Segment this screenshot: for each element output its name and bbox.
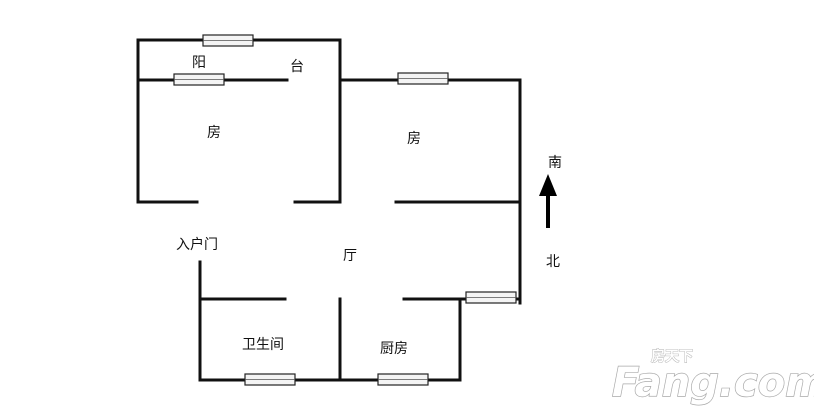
compass-north-label: 北	[546, 254, 560, 270]
kitchen-label: 厨房	[380, 341, 408, 357]
window	[465, 291, 517, 304]
bedroom-east-label: 房	[407, 131, 421, 147]
watermark-tagline: 房天下	[651, 348, 693, 365]
window	[397, 72, 449, 85]
compass: 南 北	[539, 155, 562, 270]
watermark-brand: Fang.com	[612, 360, 814, 406]
arrow-up-icon	[539, 174, 557, 196]
walls	[136, 38, 522, 382]
watermark: 房天下 Fang.com	[611, 348, 814, 407]
balcony-label-left: 阳	[192, 55, 206, 71]
compass-south-label: 南	[548, 155, 562, 171]
bathroom-label: 卫生间	[242, 337, 284, 353]
window	[244, 373, 296, 386]
window	[173, 73, 225, 86]
window	[202, 34, 254, 47]
bedroom-west-label: 房	[207, 125, 221, 141]
window	[377, 373, 429, 386]
living-room-label: 厅	[343, 248, 357, 264]
windows	[173, 34, 517, 386]
balcony-label-right: 台	[290, 59, 304, 75]
entrance-label: 入户门	[176, 236, 218, 253]
